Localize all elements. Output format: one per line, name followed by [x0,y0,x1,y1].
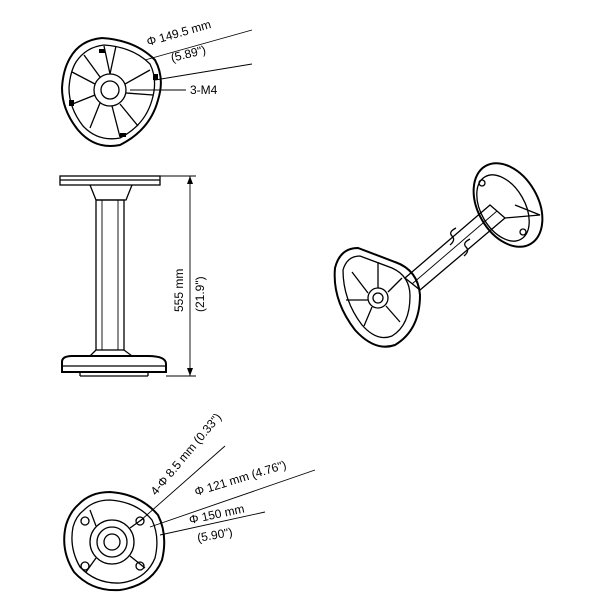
pcd-label: Φ 121 mm (4.76") [193,458,288,499]
base-diameter-mm-label: Φ 150 mm [188,502,246,527]
isometric-bracket [333,162,544,348]
top-diameter-in-label: (5.89") [169,43,207,65]
height-mm-label: 555 mm [172,269,186,312]
bottom-view-base [63,445,316,592]
base-diameter-in-label: (5.90") [196,525,234,545]
height-in-label: (21.9") [193,276,207,312]
top-view-plate [60,29,253,147]
side-view-bracket [59,175,196,377]
thread-label: 3-M4 [190,83,218,97]
